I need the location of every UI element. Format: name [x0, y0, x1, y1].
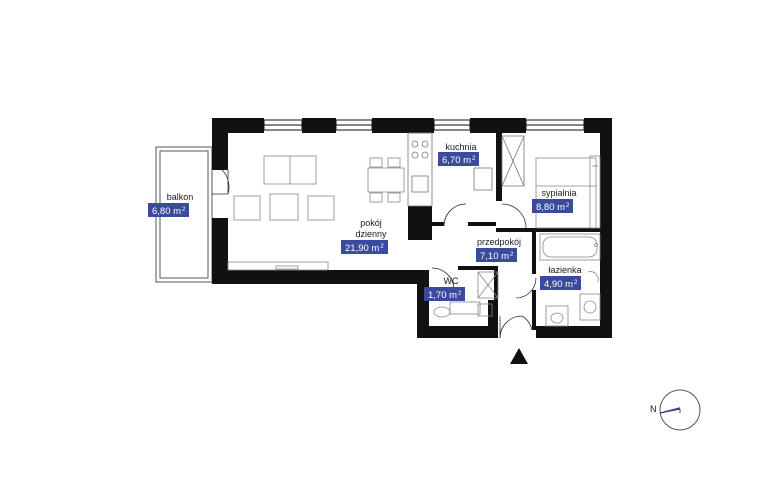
room-label-przedpokoj: przedpokój	[476, 237, 522, 247]
room-label-lazienka: łazienka	[548, 265, 582, 275]
area-badge-wc: 1,70 m2	[424, 287, 466, 301]
interior-walls	[432, 133, 600, 330]
area-value-wc: 1,70 m	[428, 290, 458, 301]
bathroom-furniture	[539, 233, 601, 327]
bedroom-furniture	[535, 155, 601, 229]
room-label-balkon: balkon	[166, 192, 194, 202]
area-value-przedpokoj: 7,10 m	[480, 251, 510, 262]
area-value-sypialnia: 8,80 m	[536, 202, 566, 213]
kitchen-furniture	[407, 132, 525, 207]
area-value-pokoj: 21,90 m	[345, 243, 380, 254]
area-unit-przedpokoj: 2	[510, 252, 514, 258]
wc-furniture	[433, 271, 499, 318]
area-unit-wc: 2	[458, 291, 462, 297]
area-unit-lazienka: 2	[574, 280, 578, 286]
room-label-kuchnia: kuchnia	[445, 142, 477, 152]
area-value-balkon: 6,80 m	[152, 206, 182, 217]
living-furniture	[227, 155, 405, 271]
room-label-wc: WC	[443, 276, 459, 286]
area-badge-kuchnia: 6,70 m2	[438, 152, 480, 166]
area-value-kuchnia: 6,70 m	[442, 155, 472, 166]
windows	[263, 119, 585, 131]
area-unit-sypialnia: 2	[566, 203, 570, 209]
exterior-walls	[212, 118, 612, 338]
area-badge-przedpokoj: 7,10 m2	[476, 248, 518, 262]
area-value-lazienka: 4,90 m	[544, 279, 574, 290]
room-label-sypialnia: sypialnia	[541, 188, 577, 198]
area-unit-balkon: 2	[182, 207, 186, 213]
area-unit-pokoj: 2	[380, 244, 384, 250]
area-badge-sypialnia: 8,80 m2	[532, 199, 574, 213]
compass-icon	[659, 389, 701, 431]
doors	[212, 169, 537, 339]
compass-north-label: N	[650, 404, 657, 414]
entrance-arrow-icon	[510, 348, 528, 364]
area-unit-kuchnia: 2	[472, 156, 476, 162]
area-badge-lazienka: 4,90 m2	[540, 276, 582, 290]
area-badge-pokoj: 21,90 m2	[341, 240, 388, 254]
room-label-pokoj: pokój dzienny	[355, 218, 387, 239]
area-badge-balkon: 6,80 m2	[148, 203, 190, 217]
